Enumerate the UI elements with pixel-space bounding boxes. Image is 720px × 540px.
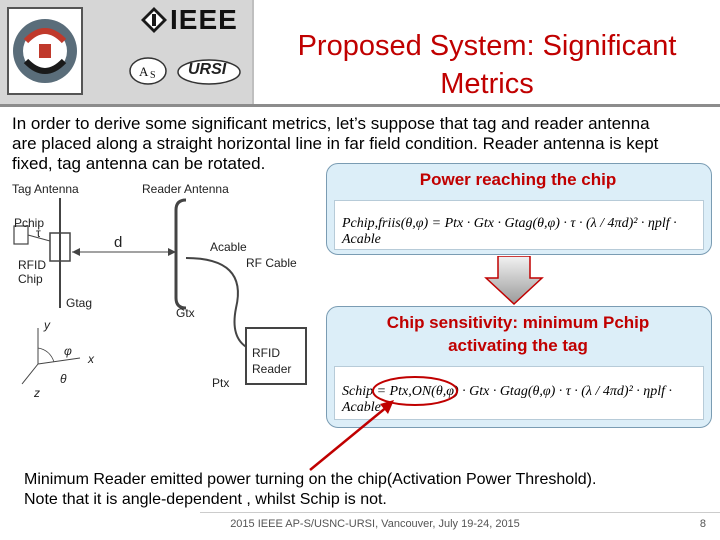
pointer-arrow-icon [309,400,394,471]
rfid-reader-label-line2: Reader [252,362,292,376]
sensitivity-formula-panel [334,366,704,420]
bottom-note-line-2: Note that it is angle-dependent , whilst… [24,491,387,508]
footer-rule [200,512,720,513]
g-tx-label: Gtx [176,306,195,320]
tag-antenna-feed [49,232,71,262]
ursi-logo-text: URSI [188,61,227,78]
rfid-chip-label-line2: Chip [18,272,43,286]
slide-title-line2: Metrics [440,68,534,100]
p-tx-label: Ptx [212,376,230,390]
axis-z-label: z [34,386,40,400]
logo-panel: IEEE A S URSI [0,0,254,104]
intro-line-1: In order to derive some significant metr… [12,114,650,133]
tag-antenna-label: Tag Antenna [12,182,79,196]
svg-text:A: A [139,64,149,79]
g-tag-label: Gtag [66,296,93,310]
slide-number: 8 [699,518,706,530]
ieee-logo-text: IEEE [170,4,238,35]
p-chip-label: Pchip [14,216,45,230]
power-formula: Pchip,friis(θ,φ) = Ptx · Gtx · Gtag(θ,φ)… [342,216,677,247]
sensitivity-box-title-line2: activating the tag [448,336,588,355]
distance-label: d [114,234,123,251]
intro-line-2: are placed along a straight horizontal l… [12,134,659,153]
reader-antenna-element [174,198,187,310]
theta-label: θ [60,372,67,386]
title-divider [0,104,720,107]
ieee-diamond-logo [141,7,167,33]
ursi-logo-icon [177,59,241,85]
axis-y-label: y [44,318,50,332]
highlight-ellipse [372,376,458,406]
tau-label: τ [36,226,41,240]
reader-antenna-label: Reader Antenna [142,182,229,196]
intro-line-3: fixed, tag antenna can be rotated. [12,154,266,173]
svg-text:S: S [150,70,156,81]
sensitivity-formula: Schip = Ptx,ON(θ,φ) · Gtx · Gtag(θ,φ) · … [342,384,672,415]
a-cable-label: Acable [210,240,247,254]
axis-x-label: x [88,352,94,366]
down-arrow-icon [484,256,544,306]
rf-cable-line [185,257,249,349]
phi-label: φ [64,344,72,358]
slide-title-line1: Proposed System: Significant [297,30,677,62]
power-formula-panel [334,200,704,250]
footer-citation: 2015 IEEE AP-S/USNC-URSI, Vancouver, Jul… [230,518,520,530]
aps-logo: A S [129,57,167,85]
rfid-reader-label-line1: RFID [252,346,280,360]
rf-cable-label: RF Cable [246,256,297,270]
rfid-chip-label-line1: RFID [18,258,46,272]
axis-z-line [21,363,39,385]
bottom-note-line-1: Minimum Reader emitted power turning on … [24,471,597,488]
antenna-setup-diagram [13,198,307,385]
power-box-title: Power reaching the chip [419,170,617,189]
ieee-society-emblem [7,7,83,95]
axis-x-line [37,357,81,365]
rfid-reader-box [245,327,307,385]
sensitivity-box-title-line1: Chip sensitivity: minimum Pchip [386,313,650,332]
title-area [254,0,720,104]
